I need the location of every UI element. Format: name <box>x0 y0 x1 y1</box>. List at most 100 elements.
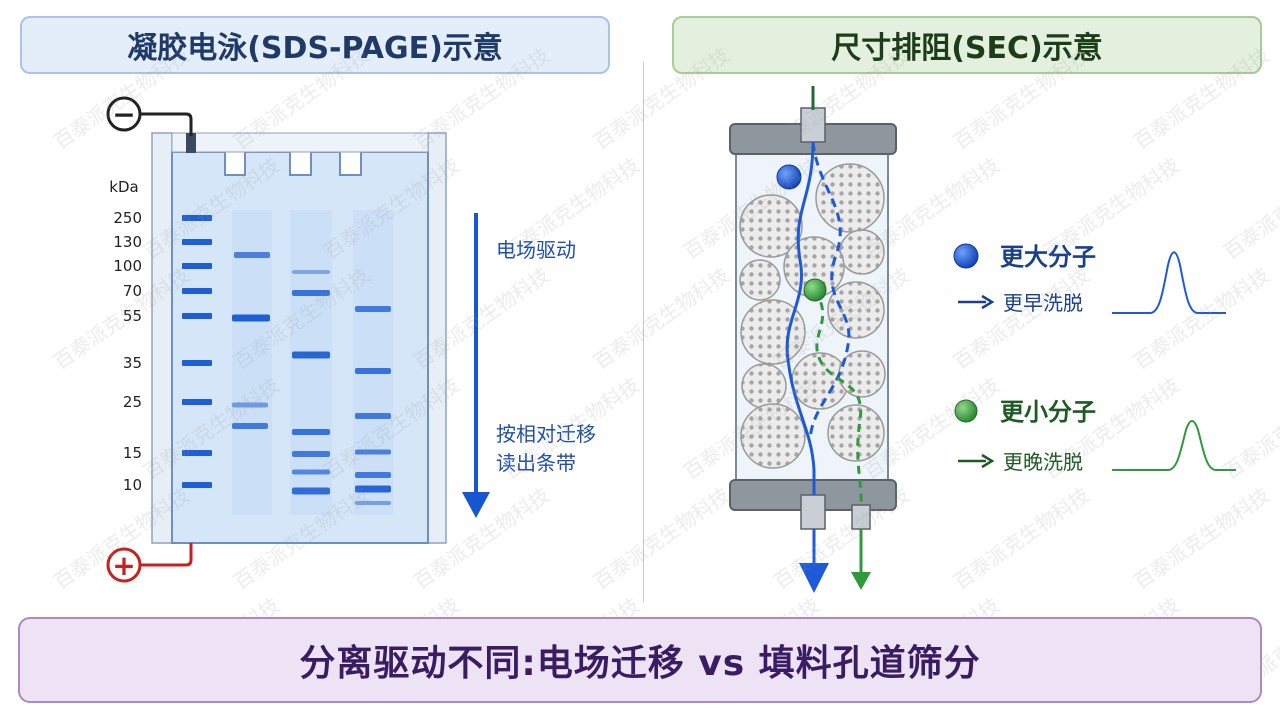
negative-symbol: − <box>112 98 135 131</box>
watermark-text: 百泰派克生物科技 <box>1219 153 1280 264</box>
small-molecule-label: 更小分子 <box>1000 398 1096 426</box>
sample-band <box>292 270 330 274</box>
sample-band <box>234 252 270 258</box>
marker-band <box>182 450 212 456</box>
large-molecule-legend-icon <box>953 243 979 269</box>
watermark-text: 百泰派克生物科技 <box>1129 483 1274 594</box>
packing-beads <box>739 163 886 469</box>
positive-wire <box>140 543 193 567</box>
marker-band <box>182 288 212 294</box>
readout-label-2: 读出条带 <box>496 451 576 475</box>
sample-band <box>292 351 330 359</box>
large-molecule-path <box>785 141 816 495</box>
late-elution-label: 更晚洗脱 <box>1003 450 1083 474</box>
small-molecule-legend-icon <box>954 399 978 423</box>
sample-band <box>355 501 391 505</box>
watermark-text: 百泰派克生物科技 <box>949 483 1094 594</box>
lane-1 <box>232 210 272 515</box>
outlet-fitting-1 <box>800 494 826 530</box>
early-elution-peak <box>1112 251 1226 314</box>
sample-band <box>355 449 391 455</box>
early-elution-label: 更早洗脱 <box>1003 291 1083 315</box>
watermark-text: 百泰派克生物科技 <box>409 43 554 154</box>
small-eluate-arrow-icon <box>851 572 871 590</box>
summary-banner: 分离驱动不同:电场迁移 vs 填料孔道筛分 <box>18 617 1262 703</box>
sample-band <box>232 314 270 322</box>
sample-band <box>232 402 268 408</box>
marker-band <box>182 482 212 488</box>
sample-bands <box>232 252 391 505</box>
bead <box>739 194 803 258</box>
sample-band <box>355 368 391 374</box>
marker-label-55: 55 <box>123 307 142 325</box>
marker-label-10: 10 <box>123 476 142 494</box>
bead <box>838 350 886 398</box>
watermark-text: 百泰派克生物科技 <box>1039 373 1184 484</box>
watermark-text: 百泰派克生物科技 <box>949 43 1094 154</box>
electrode-plug <box>186 133 196 153</box>
gel-lanes <box>232 210 393 515</box>
marker-band <box>182 215 212 221</box>
sample-band <box>292 469 330 475</box>
marker-ladder <box>182 215 212 488</box>
down-arrow-icon <box>462 492 490 518</box>
sample-band <box>292 451 330 457</box>
sample-band <box>292 487 330 495</box>
sec-panel-title: 尺寸排阻(SEC)示意 <box>672 16 1262 74</box>
watermark-text: 百泰派克生物科技 <box>589 263 734 374</box>
marker-label-70: 70 <box>123 282 142 300</box>
field-arrow <box>462 213 490 518</box>
lane-2 <box>290 210 332 515</box>
watermark-text: 百泰派克生物科技 <box>949 263 1094 374</box>
sample-band <box>292 290 330 296</box>
watermark-text: 百泰派克生物科技 <box>589 43 734 154</box>
marker-label-25: 25 <box>123 393 142 411</box>
marker-band <box>182 399 212 405</box>
readout-label-1: 按相对迁移 <box>496 422 596 446</box>
summary-text: 分离驱动不同:电场迁移 vs 填料孔道筛分 <box>299 643 981 684</box>
marker-label-35: 35 <box>123 354 142 372</box>
kda-unit-label: kDa <box>109 178 138 196</box>
marker-band <box>182 263 212 269</box>
large-molecule-label: 更大分子 <box>1000 243 1096 271</box>
marker-band <box>182 360 212 366</box>
watermark-text: 百泰派克生物科技 <box>1129 263 1274 374</box>
marker-labels: 250 130 100 70 55 35 25 15 10 <box>113 209 142 494</box>
marker-label-250: 250 <box>113 209 142 227</box>
bead <box>827 404 885 462</box>
negative-wire <box>140 112 193 136</box>
late-elution-peak <box>1112 420 1236 471</box>
gel-panel-title: 凝胶电泳(SDS-PAGE)示意 <box>20 16 610 74</box>
large-molecule-ball <box>776 164 802 190</box>
bead <box>740 403 806 469</box>
sample-band <box>232 423 268 429</box>
field-drive-label: 电场驱动 <box>496 238 576 262</box>
flow-paths <box>785 86 871 593</box>
watermark-text: 百泰派克生物科技 <box>1219 373 1280 484</box>
marker-label-100: 100 <box>113 257 142 275</box>
positive-electrode: + <box>106 543 193 583</box>
panel-divider <box>643 62 644 602</box>
inlet-fitting <box>800 107 826 143</box>
watermark-text: 百泰派克生物科技 <box>1039 153 1184 264</box>
bead <box>827 281 885 339</box>
lane-3 <box>353 210 393 515</box>
sample-band <box>355 413 391 419</box>
positive-symbol: + <box>112 549 135 582</box>
right-arrow-icon <box>958 294 995 310</box>
small-molecule-ball <box>803 278 827 302</box>
watermark-text: 百泰派克生物科技 <box>1129 43 1274 154</box>
marker-band <box>182 313 212 319</box>
small-molecule-path <box>812 289 863 506</box>
bead <box>739 259 781 301</box>
marker-label-130: 130 <box>113 233 142 251</box>
marker-label-15: 15 <box>123 444 142 462</box>
right-arrow-icon <box>958 453 995 469</box>
bead <box>740 299 806 365</box>
sample-band <box>355 306 391 312</box>
negative-electrode: − <box>106 96 193 136</box>
gel-top-buffer <box>171 132 429 153</box>
bead <box>815 163 885 233</box>
sample-band <box>292 429 330 435</box>
